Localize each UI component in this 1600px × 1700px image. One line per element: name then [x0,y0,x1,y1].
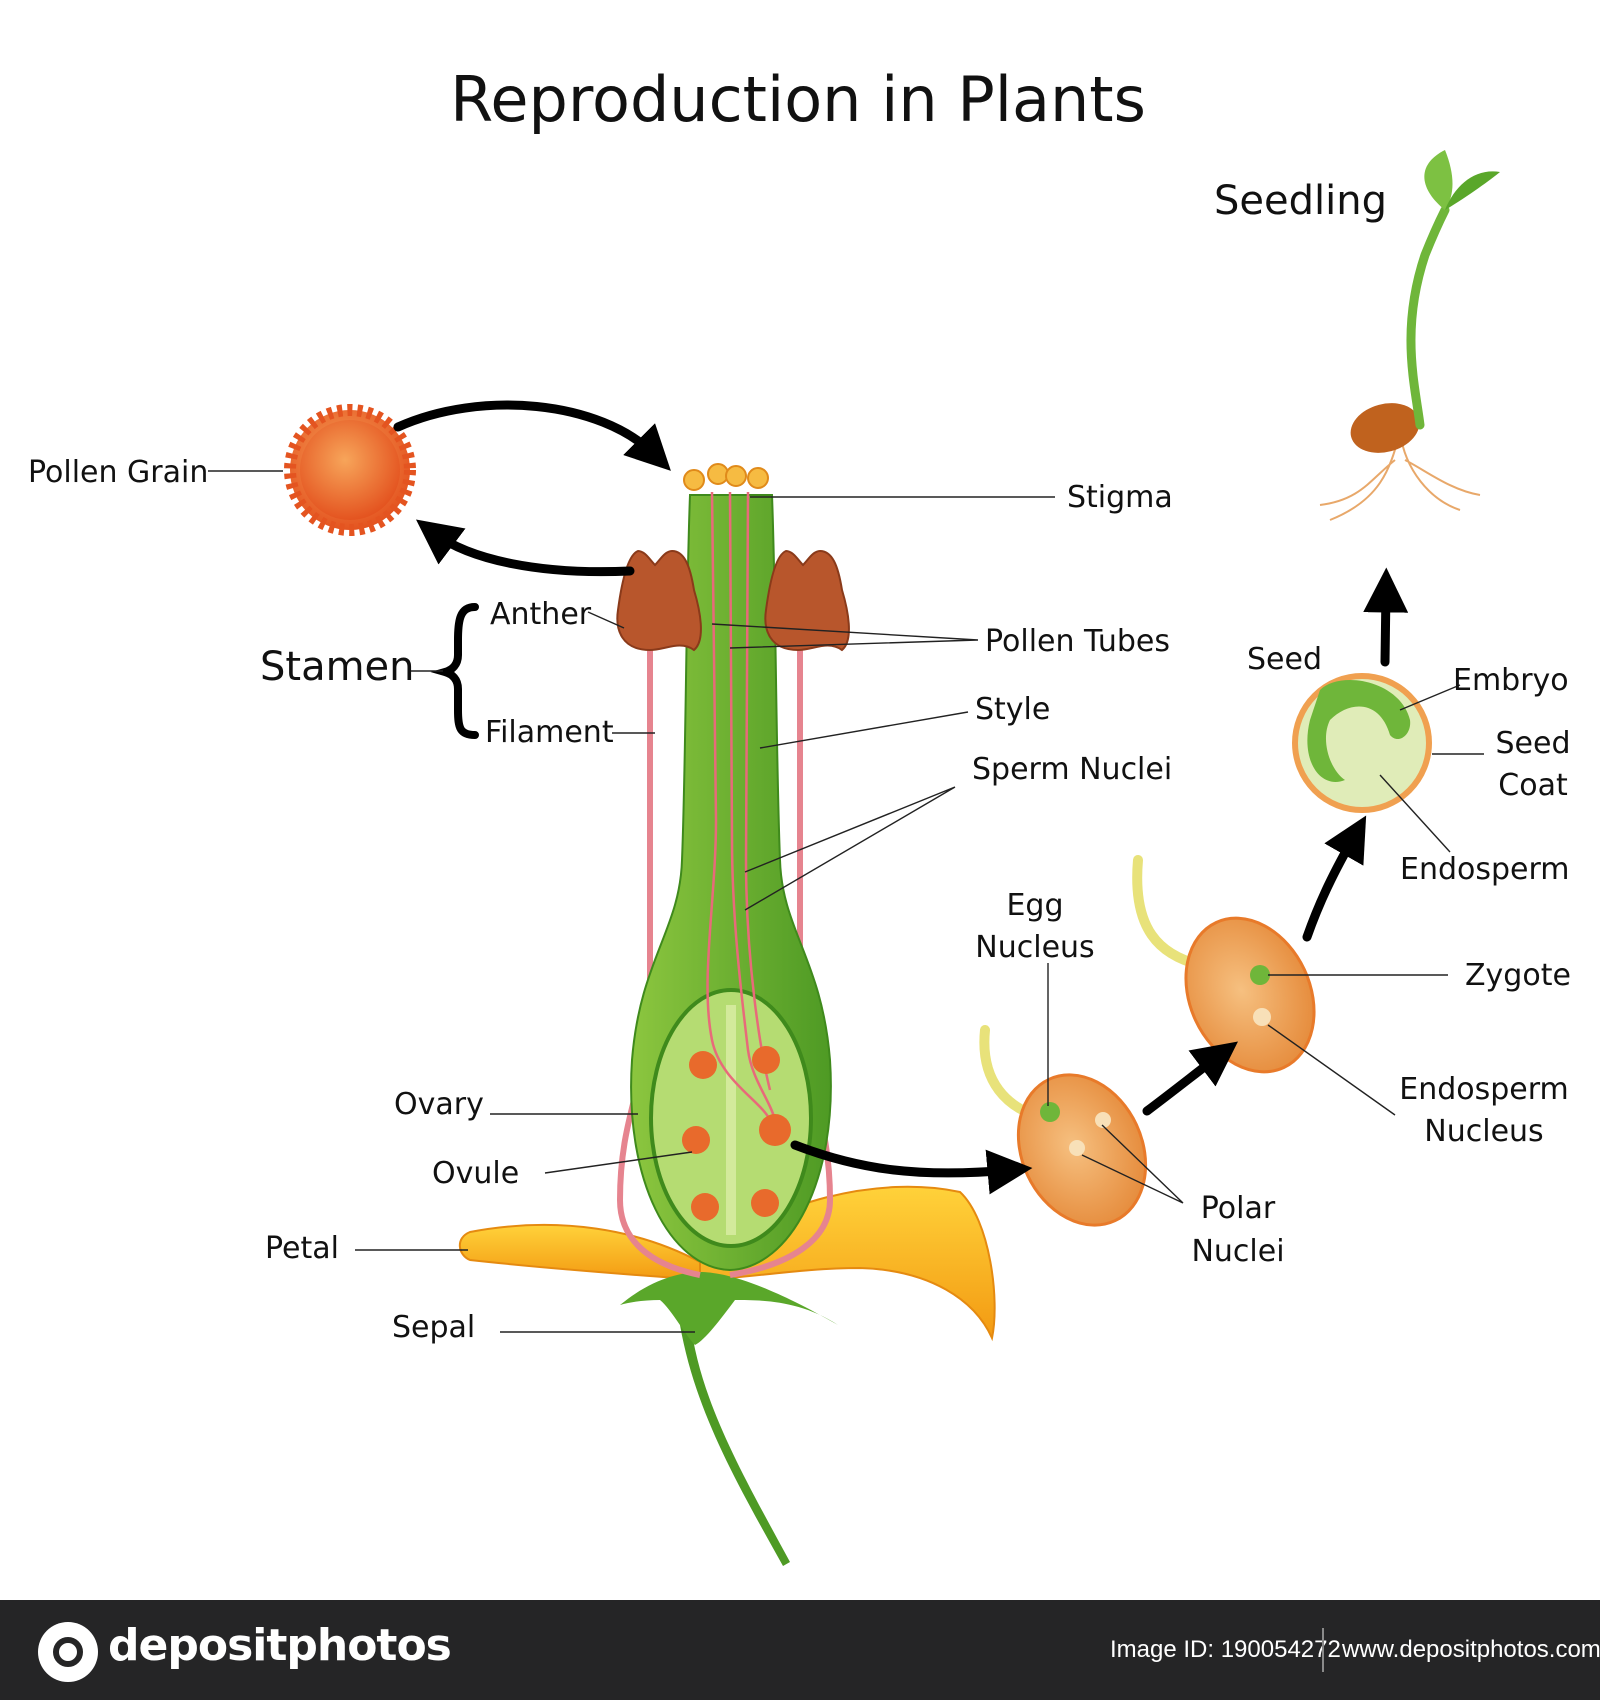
label-embryo: Embryo [1453,663,1569,698]
seedling-seed [1350,403,1420,453]
seed-stage-3 [1292,673,1432,813]
stigma-pollen [683,469,705,491]
petal-left [458,1223,701,1282]
ovule [759,1114,791,1146]
stamen-bracket [430,603,479,739]
arrow-ovary-to-ovule [790,1140,1033,1195]
leader-polar-nuclei [1081,1124,1184,1204]
ovule [752,1046,780,1074]
flower-illustration [458,463,996,1566]
label-petal: Petal [265,1231,339,1266]
polar-nucleus [1095,1112,1111,1128]
label-zygote: Zygote [1465,958,1571,993]
label-style: Style [975,692,1050,727]
pollen-grain-illustration [284,404,416,536]
label-stamen: Stamen [260,644,415,690]
label-ovule: Ovule [432,1156,519,1191]
seedling-stem [1406,205,1450,430]
flower-stem [680,1320,790,1566]
leader-style [759,711,969,749]
seedling-leaf-left [1424,150,1453,210]
seedling-leaf-right [1445,171,1500,210]
label-polar-nuclei-line2: Nuclei [1191,1234,1284,1269]
pollen-tube-2 [728,491,777,1121]
footer-divider [1322,1628,1324,1672]
label-seedling: Seedling [1214,178,1387,224]
label-egg-nucleus-line2: Nucleus [975,930,1094,965]
label-egg-nucleus-line1: Egg [1006,888,1063,923]
zygote-cell [1250,965,1270,985]
stigma-pollen [707,463,729,485]
stigma-pollen [725,465,747,487]
ovule [691,1193,719,1221]
arrow-ovule-to-zygote [1142,1041,1238,1116]
pollen-grain-core [300,420,400,520]
image-id: Image ID: 190054272 [1110,1636,1341,1663]
process-arrows [393,400,1409,1195]
leader-sperm-nuclei [744,786,956,911]
seedling-illustration [1319,150,1500,521]
egg-nucleus [1040,1102,1060,1122]
label-seed-coat-line1: Seed [1496,726,1571,761]
arrow-seed-to-seedling [1363,567,1409,667]
label-pollen-tubes: Pollen Tubes [985,624,1170,659]
endosperm-nucleus [1253,1008,1271,1026]
leader-ovule [544,1151,693,1174]
leader-lines [208,470,1484,1333]
label-ovary: Ovary [394,1087,484,1122]
label-endosperm: Endosperm [1400,852,1570,887]
arrow-pollen-to-stigma [393,400,671,471]
label-endosperm-nucleus-line2: Nucleus [1424,1114,1543,1149]
leader-embryo [1399,684,1461,711]
label-anther: Anther [490,597,592,632]
site-url: www.depositphotos.com [1342,1636,1600,1663]
label-sepal: Sepal [392,1310,475,1345]
label-seed: Seed [1247,642,1322,677]
label-seed-coat-line2: Coat [1498,768,1568,803]
leader-anther [587,611,625,629]
label-polar-nuclei-line1: Polar [1201,1191,1276,1226]
seed-stage-2 [1132,855,1316,1074]
label-filament: Filament [485,715,614,750]
label-endosperm-nucleus-line1: Endosperm [1399,1072,1569,1107]
plant-reproduction-diagram: Reproduction in Plants [28,63,1571,1566]
anther-right [764,549,850,652]
arrow-anther-to-pollen [415,519,635,577]
seedling-roots [1319,431,1481,521]
anther-left [616,549,702,652]
embryo-shape [1307,680,1411,782]
leader-endosperm [1379,774,1451,853]
watermark-footer: depositphotos Image ID: 190054272 www.de… [0,1600,1600,1700]
sepal-shape [620,1272,838,1345]
diagram-title: Reproduction in Plants [450,63,1146,136]
leader-pollen-tubes [711,623,979,649]
arrow-zygote-to-seed [1302,815,1367,942]
stigma-pollen [747,467,769,489]
ovule [751,1189,779,1217]
pollen-tube-1 [706,491,772,1121]
leader-endosperm-nucleus [1267,1024,1396,1116]
ovule [682,1126,710,1154]
seed-stage-1 [979,1025,1148,1227]
label-pollen-grain: Pollen Grain [28,455,208,490]
label-stigma: Stigma [1067,480,1173,515]
polar-nucleus [1069,1140,1085,1156]
label-sperm-nuclei: Sperm Nuclei [972,752,1172,787]
brand-name: depositphotos [108,1620,452,1671]
depositphotos-logo-icon [38,1622,98,1682]
zygote-seed [1184,916,1316,1074]
ovule [689,1051,717,1079]
